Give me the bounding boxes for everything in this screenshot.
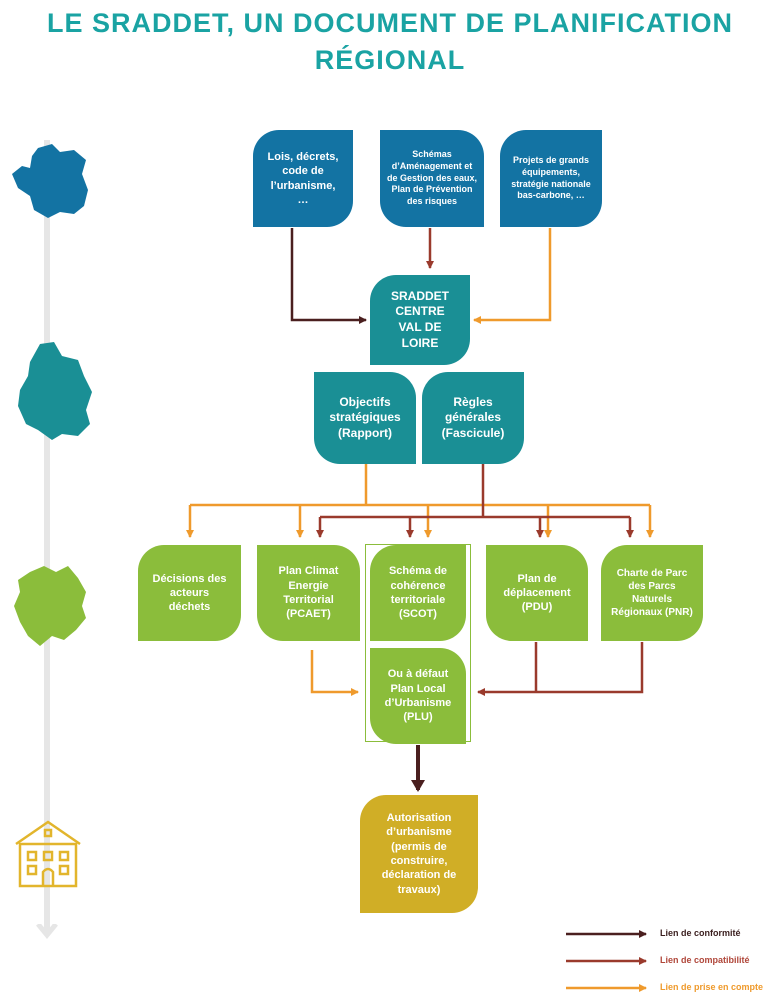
legend-compatibility-label: Lien de compatibilité — [660, 955, 750, 965]
town-hall-icon — [15, 820, 81, 888]
node-pnr: Charte de Parc des Parcs Naturels Région… — [601, 545, 703, 641]
page-title-line2: RÉGIONAL — [314, 45, 466, 75]
pdu-pnr-to-plu-arrow — [478, 642, 644, 692]
legend-consideration-label: Lien de prise en compte — [660, 982, 764, 992]
legend-conformity-label: Lien de conformité — [660, 928, 741, 938]
consideration-arrow-projects — [473, 228, 552, 324]
node-sraddet: SRADDET CENTRE VAL DE LOIRE — [370, 275, 470, 365]
node-objectives: Objectifs stratégiques (Rapport) — [314, 372, 416, 464]
node-plu: Ou à défaut Plan Local d’Urbanisme (PLU) — [370, 648, 466, 744]
page-title: LE SRADDET, UN DOCUMENT DE PLANIFICATION — [47, 8, 733, 38]
centre-val-de-loire-map-icon — [18, 342, 92, 440]
node-waste: Décisions des acteurs déchets — [138, 545, 241, 641]
node-scot: Schéma de cohérence territoriale (SCOT) — [370, 545, 466, 641]
node-pcaet: Plan Climat Energie Territorial (PCAET) — [257, 545, 360, 641]
local-territory-map-icon — [14, 566, 86, 646]
node-pdu: Plan de déplacement (PDU) — [486, 545, 588, 641]
pcaet-to-plu-arrow — [310, 650, 359, 696]
node-schemes: Schémas d’Aménagement et de Gestion des … — [380, 130, 484, 227]
conformity-arrow-laws — [290, 228, 367, 324]
node-laws: Lois, décrets, code de l’urbanisme, … — [253, 130, 353, 227]
france-map-icon — [12, 144, 88, 218]
node-projects: Projets de grands équipements, stratégie… — [500, 130, 602, 227]
node-permit: Autorisation d’urbanisme (permis de cons… — [360, 795, 478, 913]
node-rules: Règles générales (Fascicule) — [422, 372, 524, 464]
